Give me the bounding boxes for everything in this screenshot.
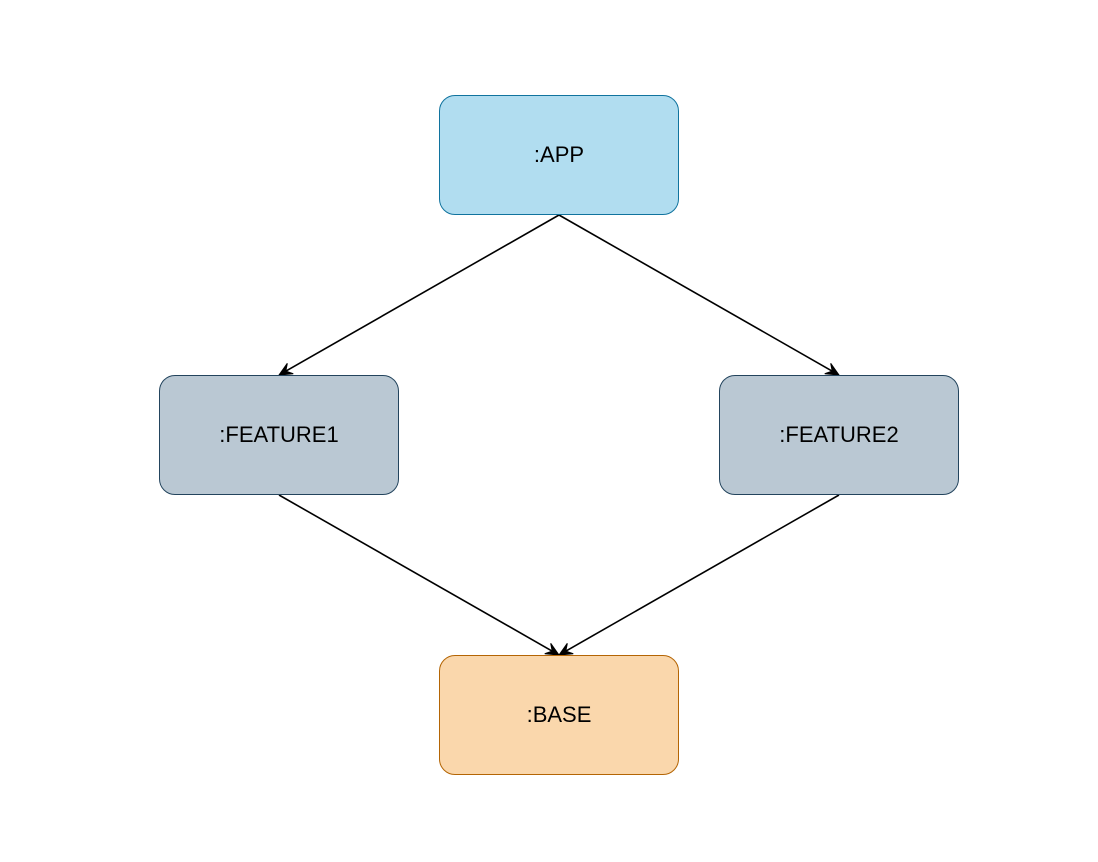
arrowhead-icon [824, 363, 841, 376]
edge-feature1-to-base [278, 494, 561, 656]
node-feature2[interactable]: :FEATURE2 [719, 375, 959, 495]
edge-app-to-feature1 [277, 214, 560, 376]
node-app[interactable]: :APP [439, 95, 679, 215]
edge-line [285, 214, 560, 372]
edges-layer [277, 214, 841, 656]
node-base[interactable]: :BASE [439, 655, 679, 775]
edge-feature2-to-base [557, 494, 840, 656]
edge-line [565, 494, 840, 652]
arrowhead-icon [277, 363, 294, 376]
node-feature2-label: :FEATURE2 [779, 422, 899, 447]
edge-line [278, 494, 553, 652]
node-feature1-label: :FEATURE1 [219, 422, 339, 447]
node-app-label: :APP [533, 142, 585, 167]
node-feature1[interactable]: :FEATURE1 [159, 375, 399, 495]
edge-app-to-feature2 [558, 214, 841, 376]
node-base-label: :BASE [526, 702, 592, 727]
arrowhead-icon [544, 643, 561, 656]
arrowhead-icon [557, 643, 574, 656]
edge-line [558, 214, 833, 372]
